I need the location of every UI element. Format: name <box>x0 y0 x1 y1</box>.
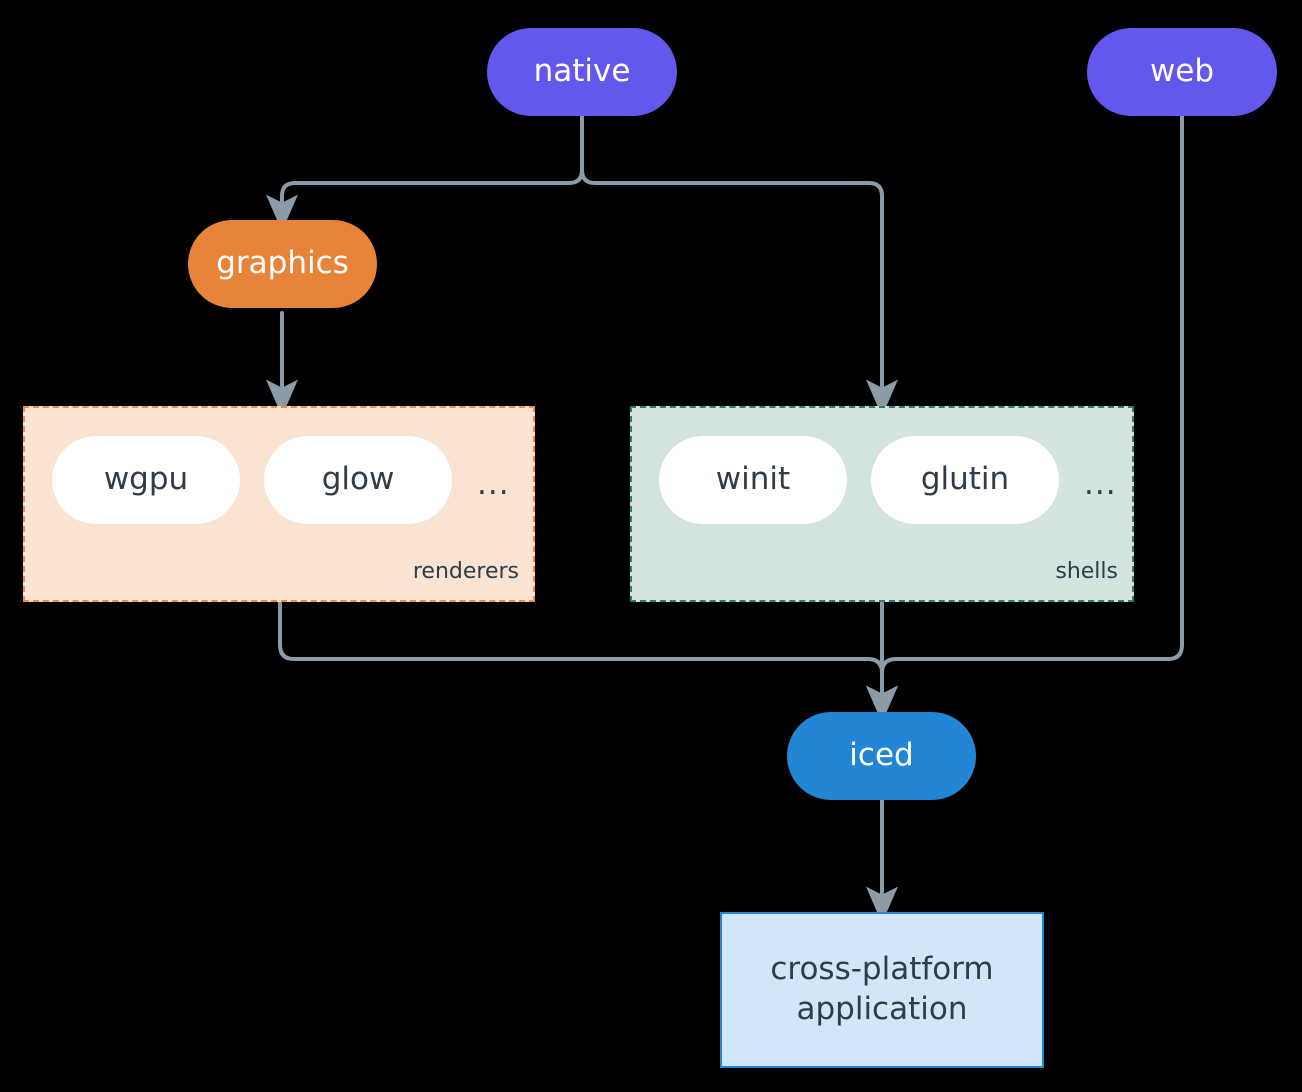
node-iced[interactable]: iced <box>787 712 976 800</box>
node-graphics[interactable]: graphics <box>188 220 377 308</box>
node-web[interactable]: web <box>1087 28 1277 116</box>
node-winit-label: winit <box>715 461 791 498</box>
edge-native-to-shells <box>580 115 898 417</box>
cluster-shells-label: shells <box>1055 559 1118 584</box>
node-wgpu[interactable]: wgpu <box>52 436 240 524</box>
renderers-overflow-ellipsis: ... <box>477 466 510 502</box>
node-web-label: web <box>1149 53 1215 90</box>
shells-overflow-ellipsis: ... <box>1084 466 1117 502</box>
edge-native-to-graphics <box>265 115 584 232</box>
node-application-label: cross-platform application <box>770 951 994 1027</box>
cluster-renderers: wgpu glow ... renderers <box>23 406 535 602</box>
node-graphics-label: graphics <box>216 245 349 282</box>
cluster-renderers-label: renderers <box>412 559 519 584</box>
node-native[interactable]: native <box>487 28 677 116</box>
node-glutin-label: glutin <box>920 461 1010 498</box>
node-iced-label: iced <box>849 737 914 774</box>
node-glutin[interactable]: glutin <box>871 436 1059 524</box>
node-wgpu-label: wgpu <box>103 461 189 498</box>
node-glow-label: glow <box>321 461 395 498</box>
node-cross-platform-application[interactable]: cross-platform application <box>720 912 1044 1068</box>
cluster-shells: winit glutin ... shells <box>630 406 1134 602</box>
node-winit[interactable]: winit <box>659 436 847 524</box>
node-native-label: native <box>533 53 631 90</box>
edge-renderers-to-iced <box>278 601 898 723</box>
node-glow[interactable]: glow <box>264 436 452 524</box>
